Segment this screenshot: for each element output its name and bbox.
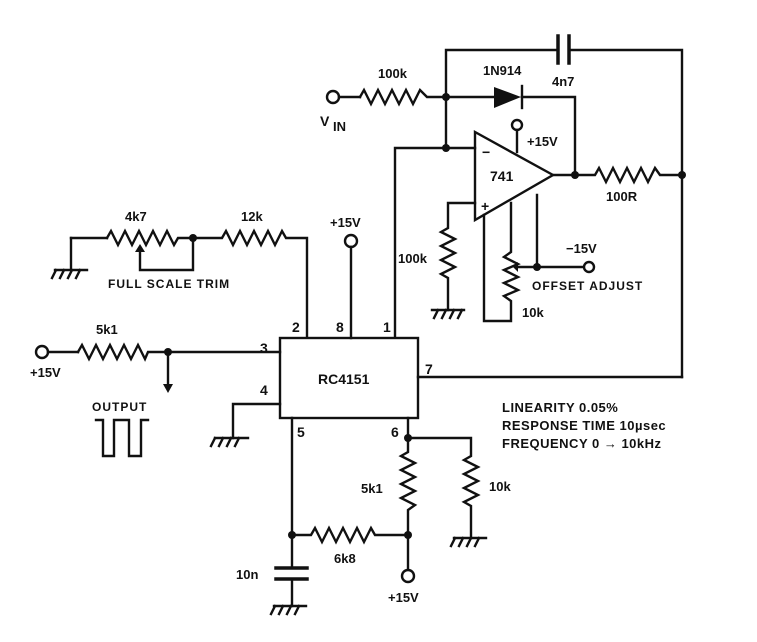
timing-supply-terminal <box>400 533 416 584</box>
pin-4-label: 4 <box>260 382 268 398</box>
resistor-5k1-pullup-label: 5k1 <box>96 322 118 337</box>
diode-1n914-label: 1N914 <box>483 63 522 78</box>
ic-rc4151-label: RC4151 <box>318 371 370 387</box>
ic-supply-label: +15V <box>330 215 361 230</box>
resistor-6k8 <box>290 525 410 545</box>
output-arrow <box>163 350 173 393</box>
spec-response-time: RESPONSE TIME 10µsec <box>502 418 666 433</box>
supply-negative-label: −15V <box>566 241 597 256</box>
resistor-100k-input-label: 100k <box>378 66 408 81</box>
potentiometer-10k-offset <box>482 193 596 323</box>
opamp-741-label: 741 <box>490 168 514 184</box>
pin-1-label: 1 <box>383 319 391 335</box>
opamp-inverting-input: − <box>482 144 490 160</box>
resistor-100k-input <box>358 87 448 107</box>
resistor-12k <box>191 228 309 340</box>
resistor-5k1-pin6-label: 5k1 <box>361 481 383 496</box>
resistor-100k-noninv-label: 100k <box>398 251 428 266</box>
offset-adjust-label: OFFSET ADJUST <box>532 279 643 293</box>
capacitor-4n7-label: 4n7 <box>552 74 574 89</box>
vin-terminal <box>325 89 362 105</box>
junction <box>678 171 686 179</box>
resistor-6k8-label: 6k8 <box>334 551 356 566</box>
pin-8-label: 8 <box>336 319 344 335</box>
resistor-12k-label: 12k <box>241 209 263 224</box>
ic-supply-positive <box>343 233 359 340</box>
opamp-supply-label: +15V <box>527 134 558 149</box>
capacitor-10n <box>269 533 309 616</box>
pin-5-label: 5 <box>297 424 305 440</box>
resistor-10k-pin6-label: 10k <box>489 479 511 494</box>
pullup-supply-terminal <box>34 344 80 360</box>
diode-1n914 <box>444 84 577 177</box>
pin-7-label: 7 <box>425 361 433 377</box>
vin-label: V <box>320 113 330 129</box>
pin-6-label: 6 <box>391 424 399 440</box>
potentiometer-10k-offset-label: 10k <box>522 305 544 320</box>
output-waveform-icon <box>94 418 150 458</box>
vin-subscript: IN <box>333 119 346 134</box>
resistor-100r-label: 100R <box>606 189 638 204</box>
capacitor-10n-label: 10n <box>236 567 258 582</box>
potentiometer-4k7-fullscale <box>50 228 195 280</box>
timing-supply-label: +15V <box>388 590 419 605</box>
resistor-100r <box>573 165 684 185</box>
resistor-10k-pin6-ground <box>406 436 488 548</box>
junction <box>442 144 450 152</box>
capacitor-4n7 <box>444 34 684 379</box>
ic-rc4151 <box>278 336 420 420</box>
pin-2-label: 2 <box>292 319 300 335</box>
pin4-ground <box>209 402 282 448</box>
opamp-supply-positive <box>510 118 524 154</box>
resistor-100k-noninv <box>430 201 477 320</box>
potentiometer-4k7-label: 4k7 <box>125 209 147 224</box>
full-scale-trim-label: FULL SCALE TRIM <box>108 277 230 291</box>
output-label: OUTPUT <box>92 400 147 414</box>
spec-frequency: FREQUENCY 0 → 10kHz <box>502 436 662 451</box>
opamp-noninverting-input: + <box>481 198 489 214</box>
resistor-5k1-pin6 <box>398 436 418 537</box>
pullup-supply-label: +15V <box>30 365 61 380</box>
pin-3-label: 3 <box>260 340 268 356</box>
spec-linearity: LINEARITY 0.05% <box>502 400 618 415</box>
resistor-5k1-pullup <box>76 342 282 362</box>
junction <box>533 263 541 271</box>
